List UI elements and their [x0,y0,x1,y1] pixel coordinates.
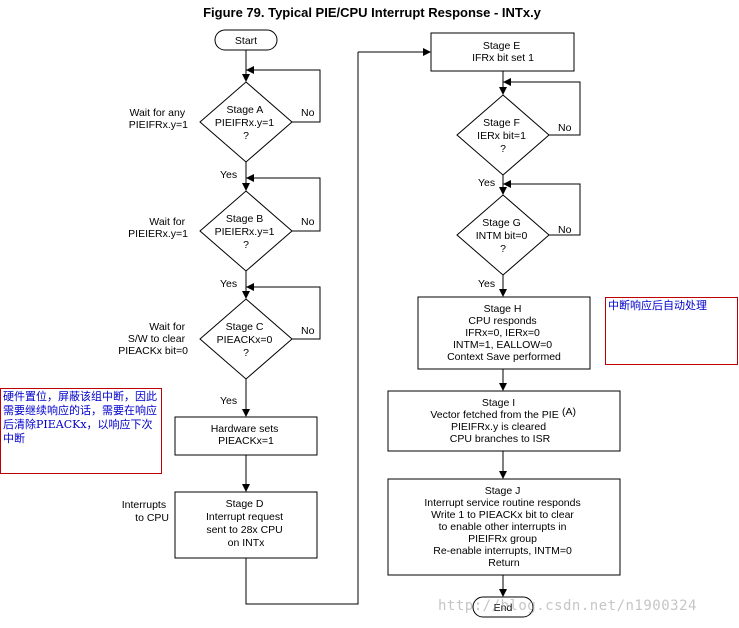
stage-a-text: Stage A PIEIFRx.y=1 ? [215,104,277,142]
yes-label-a: Yes [220,169,237,181]
stage-c-text: Stage C PIEACKx=0 ? [217,321,276,359]
start-label: Start [235,35,257,47]
no-label-c: No [301,325,315,337]
hardware-sets-text: Hardware sets PIEACKx=1 [211,423,282,447]
svg-text:End: End [494,602,513,614]
annotation-auto-process-text: 中断响应后自动处理 [608,299,707,312]
interrupts-to-cpu-label: Interrupts to CPU [122,499,169,524]
end-terminal [472,596,534,618]
no-label-b: No [301,216,315,228]
edge-a-no-loop [246,69,321,123]
stage-d-text: Stage D Interrupt request sent to 28x CP… [206,498,286,549]
stage-i-superscript: (A) [562,406,576,418]
stage-h-box [417,296,591,370]
stage-j-box [387,478,621,576]
stage-i-text: Stage I Vector fetched from the PIE PIEI… [430,397,561,445]
wait-a-label: Wait for any PIEIFRx.y=1 [129,107,188,131]
edge-d-to-e [245,52,359,605]
annotation-hardware-set-text: 硬件置位，屏蔽该组中断，因此需要继续响应的话，需要在响应后清除PIEACKx，以… [3,390,157,445]
stage-j-text: Stage J Interrupt service routine respon… [424,485,583,569]
stage-e-text: Stage E IFRx bit set 1 [472,40,534,64]
stage-d-box [174,491,318,559]
yes-label-f: Yes [478,177,495,189]
annotation-auto-process: 中断响应后自动处理 [605,297,738,365]
annotation-hardware-set: 硬件置位，屏蔽该组中断，因此需要继续响应的话，需要在响应后清除PIEACKx，以… [0,388,162,474]
edge-f-no-loop [503,81,581,136]
stage-g-text: Stage G INTM bit=0 ? [476,217,531,255]
hardware-sets-box [174,416,318,456]
stage-e-box [430,32,575,72]
wait-b-label: Wait for PIEIERx.y=1 [128,216,188,240]
svg-text:Start: Start [235,35,257,47]
stage-h-text: Stage H CPU responds IFRx=0, IERx=0 INTM… [447,303,561,363]
no-label-g: No [558,224,572,236]
no-label-a: No [301,107,315,119]
wait-c-label: Wait for S/W to clear PIEACKx bit=0 [118,321,188,357]
watermark: http://blog.csdn.net/n1900324 [438,598,697,614]
stage-b-text: Stage B PIEIERx.y=1 ? [215,213,278,251]
edge-g-no-loop [503,183,581,236]
yes-label-c: Yes [220,395,237,407]
no-label-f: No [558,122,572,134]
stage-f-text: Stage F IERx bit=1 ? [477,117,529,155]
figure-title: Figure 79. Typical PIE/CPU Interrupt Res… [203,5,542,20]
stage-i-box [387,390,621,452]
yes-label-b: Yes [220,278,237,290]
yes-label-g: Yes [478,278,495,290]
end-label: End [494,602,513,614]
edge-c-no-loop [246,286,321,340]
edge-b-no-loop [246,177,321,232]
